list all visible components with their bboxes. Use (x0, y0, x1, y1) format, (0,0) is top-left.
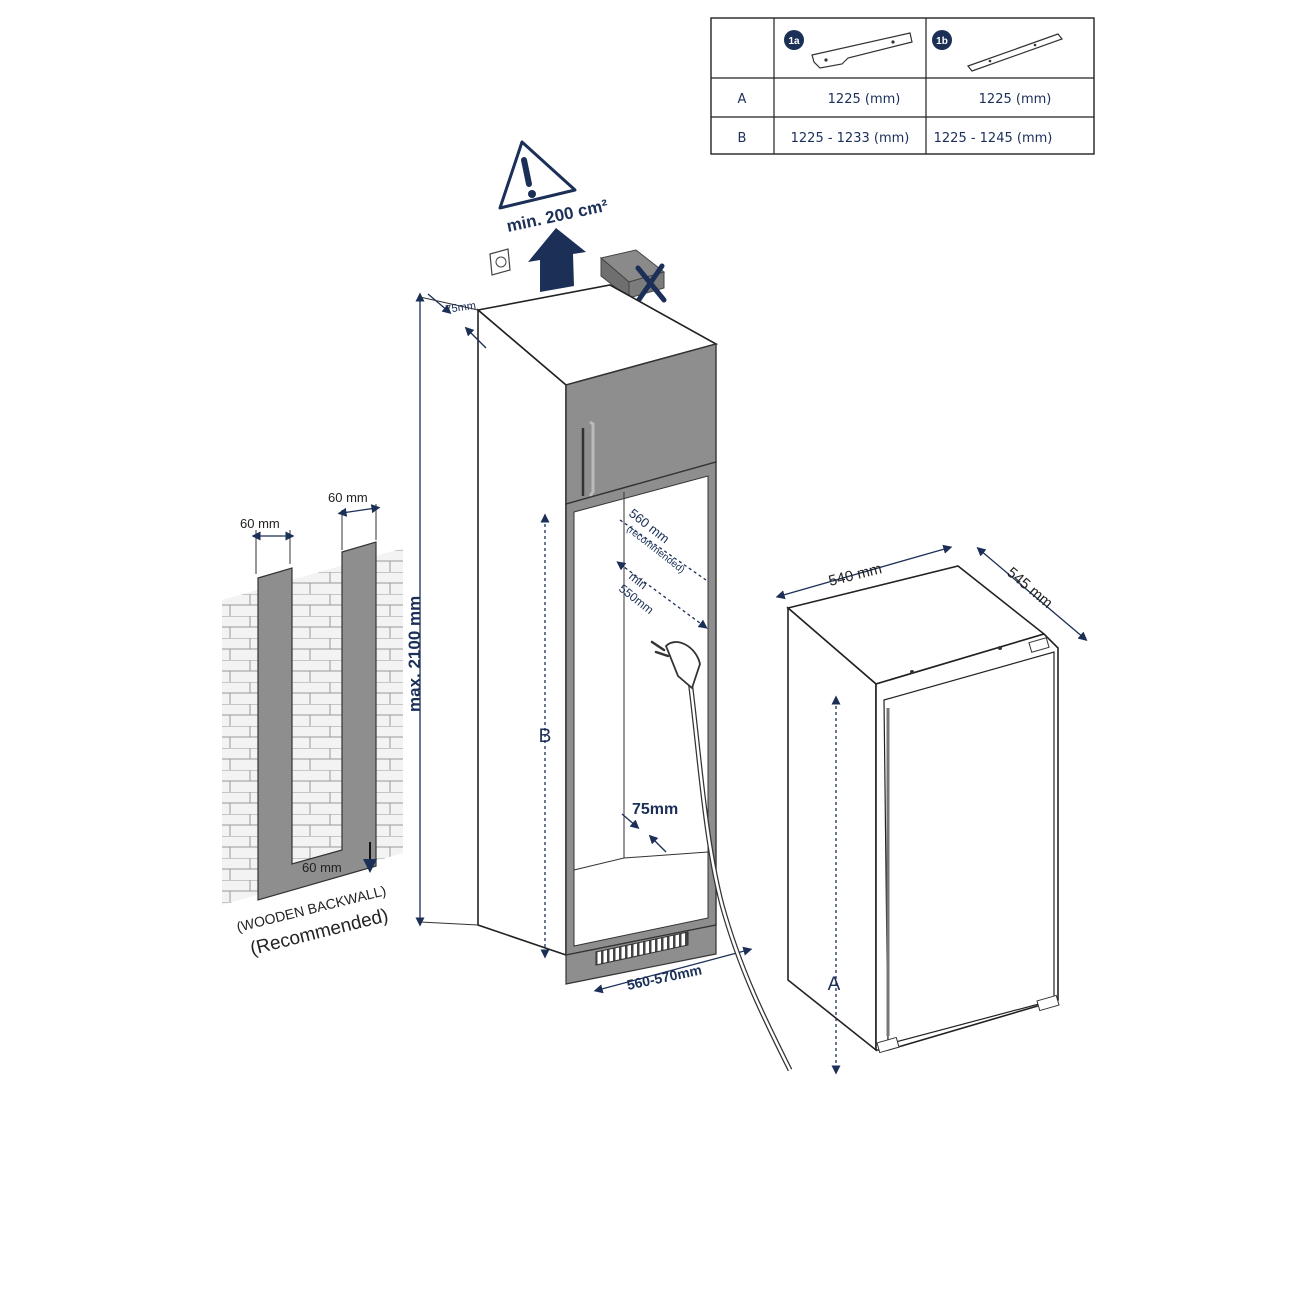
slot-left-dimension (251, 530, 295, 574)
bracket-1a-icon (811, 32, 913, 69)
row-a-key: A (738, 92, 747, 107)
appliance-width-dimension (775, 544, 953, 600)
warning-triangle-icon (498, 140, 577, 210)
slot-right-label: 60 mm (328, 490, 368, 505)
row-b-1b: 1225 - 1245 (mm) (934, 131, 1053, 146)
appliance-width-label: 540 mm (827, 560, 884, 590)
dimension-b-label: B (539, 726, 552, 747)
bracket-1b-badge: 1b (932, 30, 952, 50)
row-a-1b: 1225 (mm) (979, 92, 1052, 107)
top-depth-label: 75mm (445, 300, 477, 316)
row-b-1a: 1225 - 1233 (mm) (791, 131, 910, 146)
svg-text:1b: 1b (936, 36, 948, 47)
niche-cabinet (476, 284, 719, 985)
slot-right-dimension (337, 504, 381, 550)
opening-width-dimension (593, 946, 753, 994)
svg-text:1a: 1a (788, 36, 800, 47)
max-height-dimension (415, 292, 479, 927)
appliance-depth-dimension (976, 547, 1088, 641)
appliance-depth-label: 545 mm (1003, 564, 1055, 612)
dimension-a-label: A (828, 974, 841, 995)
row-b-key: B (738, 131, 747, 146)
bracket-1a-badge: 1a (784, 30, 804, 50)
row-a-1a: 1225 (mm) (828, 92, 901, 107)
spec-table: 1a 1b A 1225 (mm) 1225 (mm) B 1225 - 123… (710, 17, 1095, 155)
wooden-backwall (257, 541, 377, 901)
rear-gap-label: 75mm (632, 801, 678, 818)
rear-gap-dimension (621, 813, 667, 853)
bracket-1b-icon (967, 33, 1063, 72)
slot-bottom-label: 60 mm (302, 860, 342, 875)
max-height-label: max. 2100 mm (405, 596, 424, 712)
plug-icon (650, 640, 701, 690)
ventilation-arrow-icon (528, 228, 586, 292)
socket-icon (489, 248, 511, 276)
slot-left-label: 60 mm (240, 516, 280, 531)
top-depth-dimension (427, 293, 487, 349)
power-cable (687, 679, 793, 1072)
